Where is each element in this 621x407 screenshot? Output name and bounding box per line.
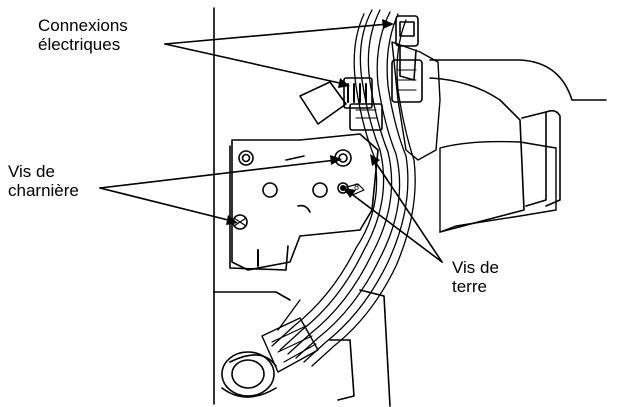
ground-screw-label-line2: terre	[452, 277, 487, 296]
wire-harness	[271, 9, 416, 367]
door-panel-inner	[521, 111, 547, 207]
cable-grommet	[221, 351, 275, 397]
connexions-label-line1: Connexions	[38, 16, 128, 35]
bracket-hole-mid	[312, 182, 328, 198]
upper-housing	[391, 41, 441, 161]
hinge-screw-label-line2: charnière	[8, 181, 79, 200]
connexions-label: Connexions électriques	[38, 16, 128, 54]
cabinet-frame-inner	[429, 77, 525, 233]
hinge-bracket-fold	[285, 155, 305, 161]
leader-arrows	[99, 19, 443, 263]
terminal-mark: 8	[354, 182, 359, 192]
connector-upper	[391, 15, 423, 103]
harness-sleeve	[261, 317, 319, 373]
cabinet-frame	[429, 59, 607, 101]
connector-lower	[299, 77, 383, 131]
bracket-hole-left	[262, 182, 278, 198]
lower-cabinet-right	[359, 289, 391, 407]
hinge-bracket-edge	[229, 145, 289, 271]
hinge-bracket	[231, 133, 379, 271]
door-lip	[545, 109, 561, 207]
lower-foot	[329, 339, 355, 401]
ground-screw-label-line1: Vis de	[452, 258, 499, 277]
lower-cabinet	[213, 291, 291, 301]
hinge-screw-top-left	[238, 150, 254, 166]
bracket-slot-2	[297, 204, 311, 213]
hinge-screw-label: Vis de charnière	[8, 162, 79, 200]
ground-screw	[337, 182, 349, 194]
hinge-screw-label-line1: Vis de	[8, 162, 55, 181]
ground-screw-label: Vis de terre	[452, 258, 499, 296]
connexions-label-line2: électriques	[38, 35, 121, 54]
door-panel	[439, 140, 557, 233]
